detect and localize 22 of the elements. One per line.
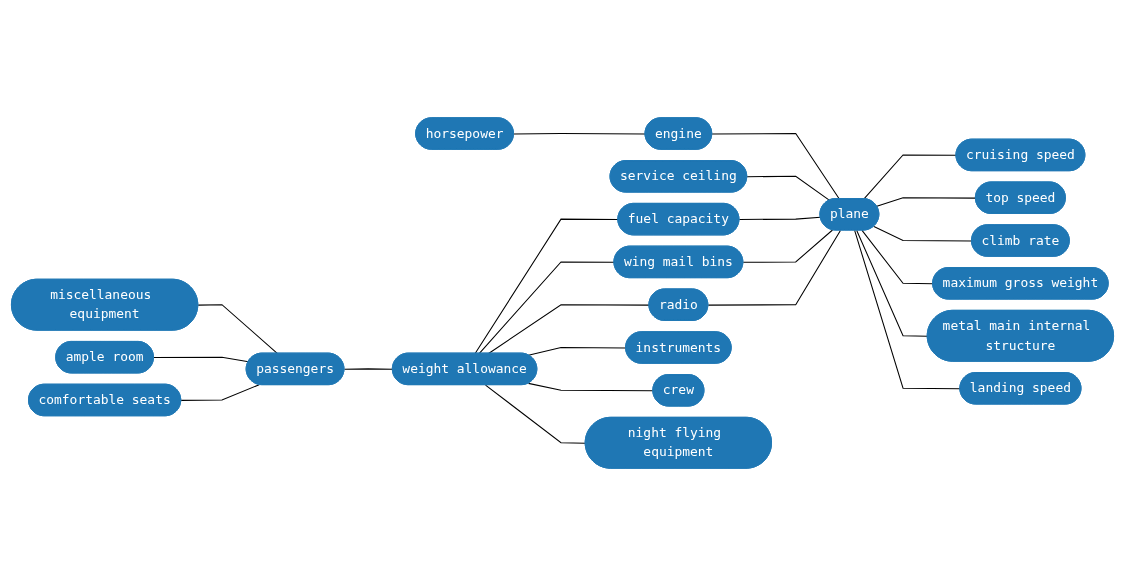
connector [738, 216, 822, 221]
connector [153, 356, 250, 363]
connector [474, 218, 619, 355]
connector [527, 346, 627, 356]
connector [478, 261, 615, 355]
connector [485, 384, 587, 444]
connector [343, 368, 394, 370]
connector [873, 225, 973, 242]
connector [876, 197, 977, 207]
connector [861, 229, 934, 285]
connector [863, 154, 957, 200]
connector [707, 229, 841, 306]
connector [742, 229, 834, 263]
connector [854, 229, 961, 390]
connector [856, 229, 929, 337]
connector [746, 175, 831, 201]
connector [488, 304, 650, 355]
connector [527, 382, 654, 392]
connector [180, 384, 260, 401]
connector [197, 304, 279, 355]
connector [513, 133, 646, 135]
connector [711, 133, 840, 200]
